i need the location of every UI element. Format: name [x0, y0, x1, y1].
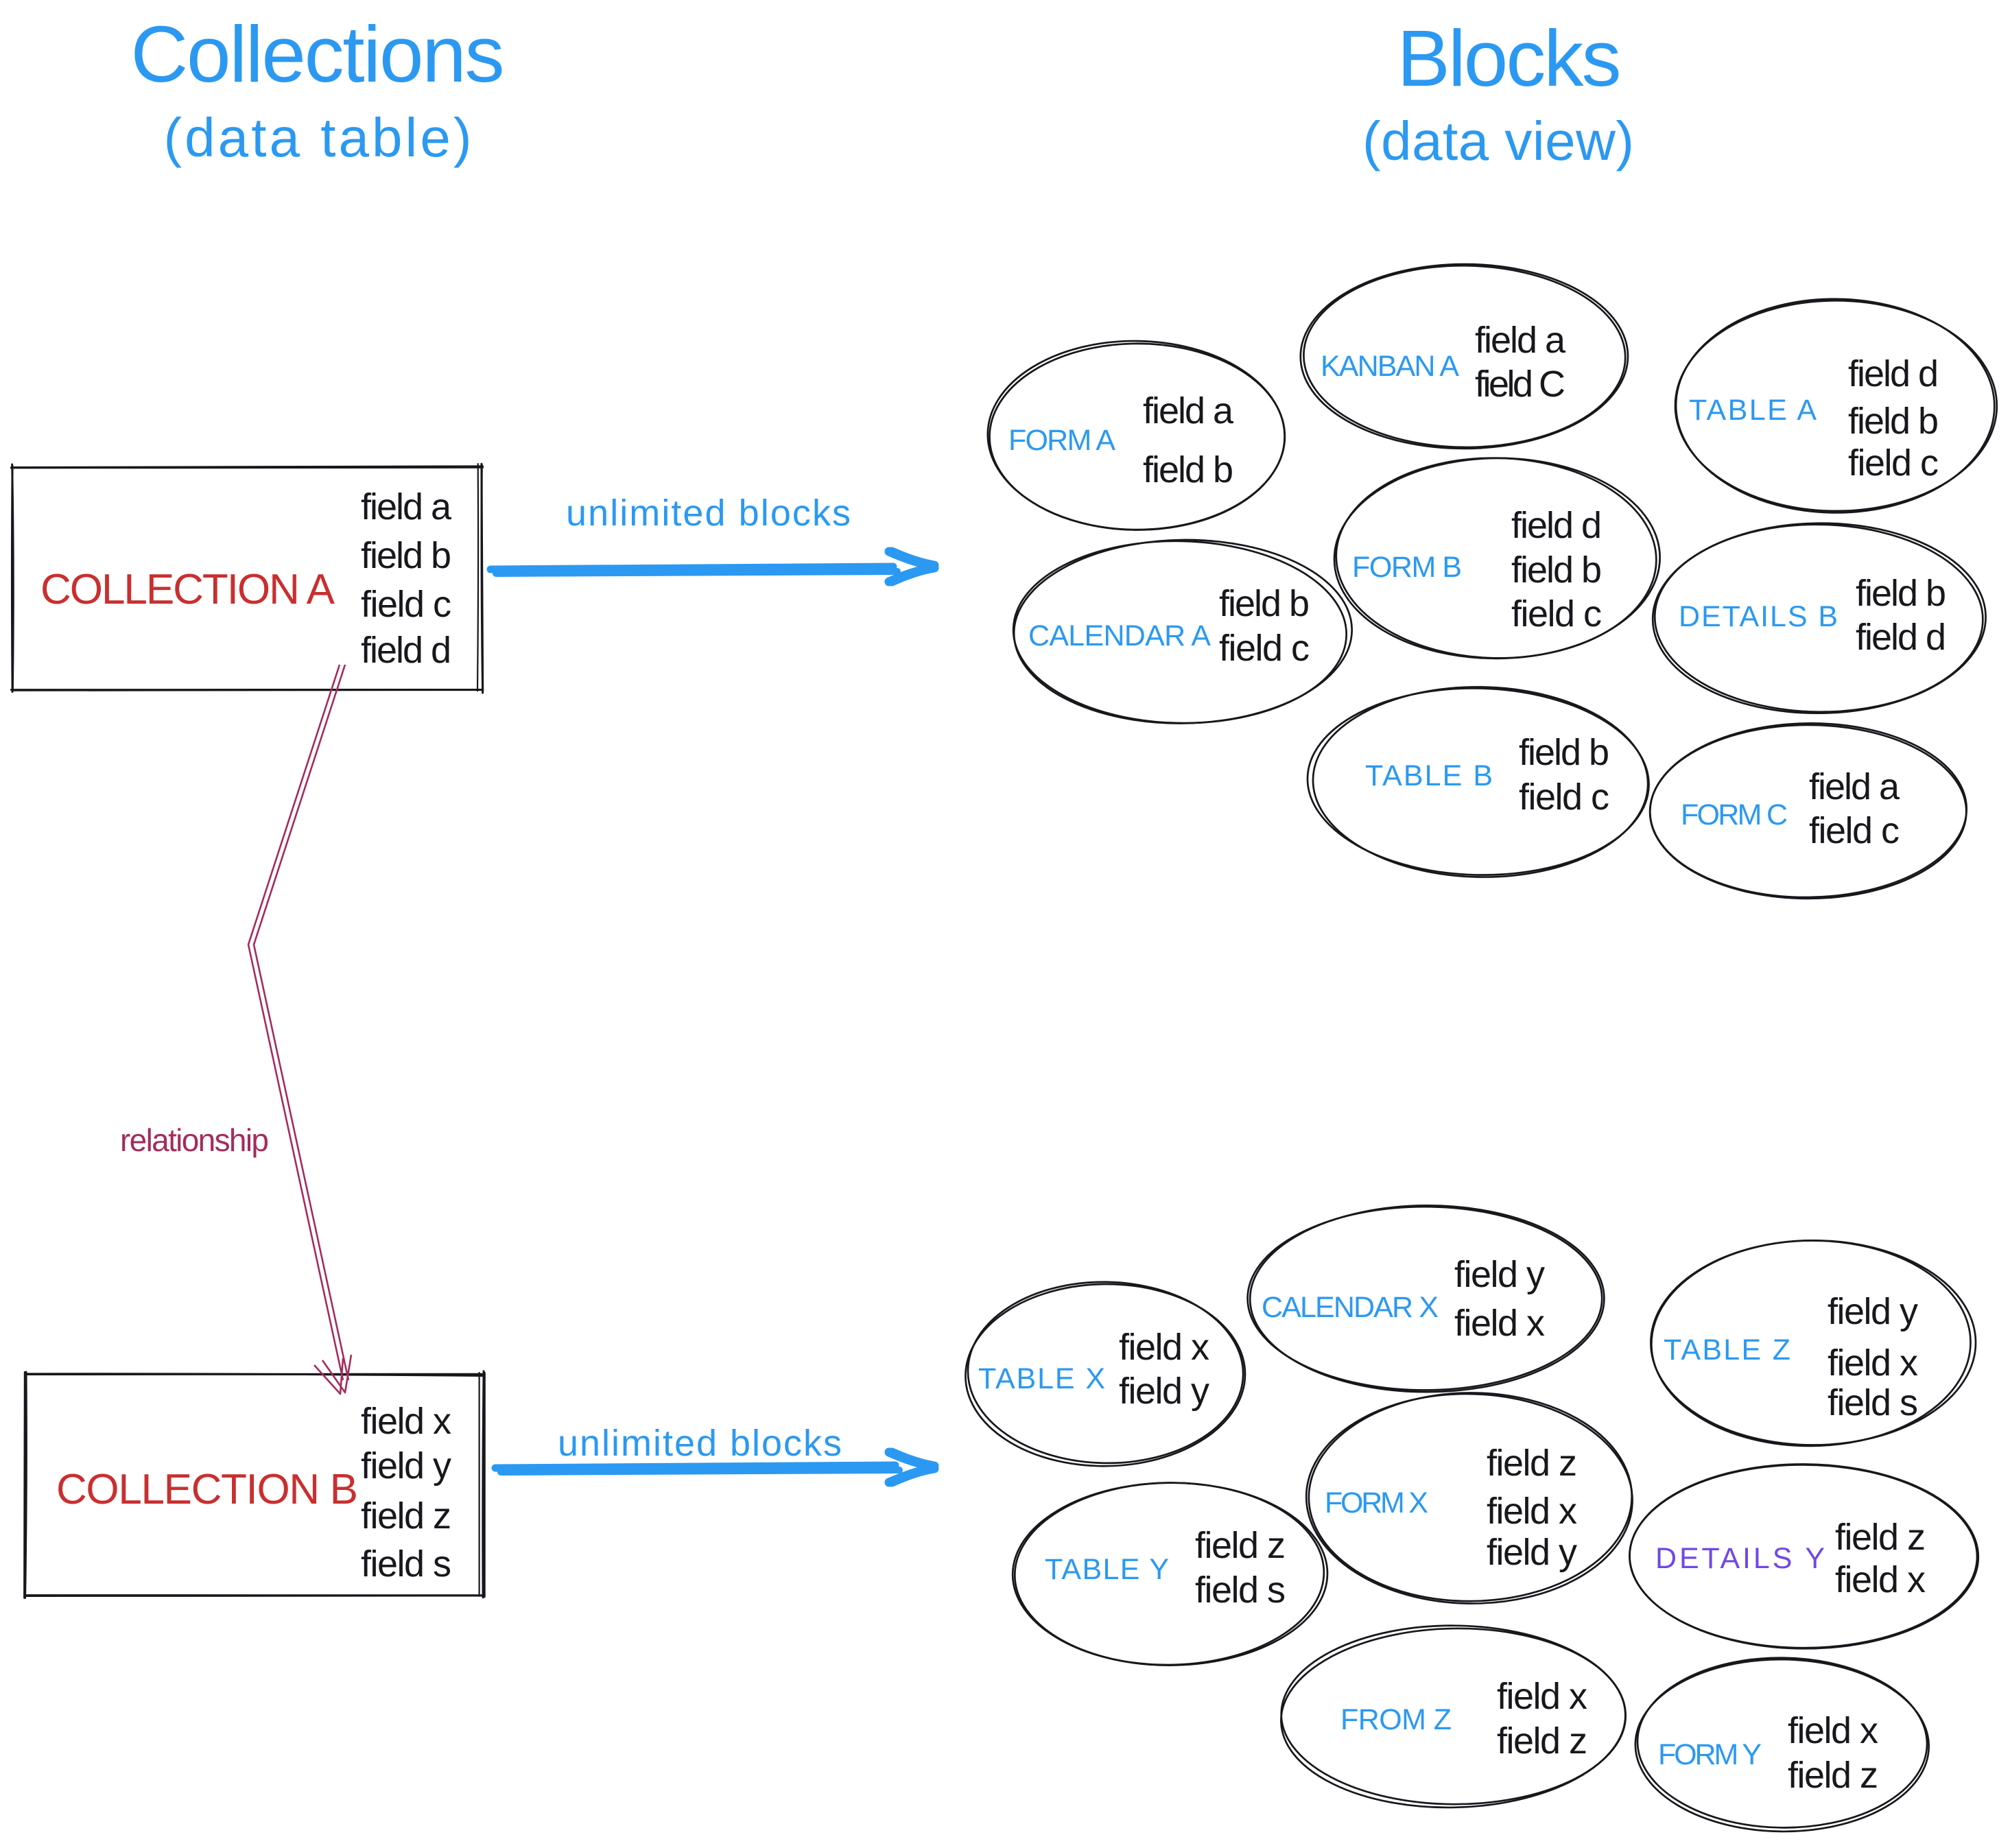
svg-text:field c: field c: [361, 584, 451, 625]
svg-text:FORM C: FORM C: [1681, 798, 1788, 831]
svg-text:field z: field z: [361, 1495, 451, 1537]
svg-text:field b: field b: [1219, 583, 1310, 624]
svg-text:field c: field c: [1848, 442, 1939, 484]
svg-text:field x: field x: [1454, 1303, 1545, 1344]
svg-text:field x: field x: [1487, 1491, 1577, 1532]
svg-text:field d: field d: [1856, 617, 1946, 658]
svg-text:field a: field a: [1475, 320, 1566, 361]
svg-text:field x: field x: [1788, 1710, 1878, 1751]
svg-text:COLLECTION A: COLLECTION A: [40, 566, 335, 613]
svg-text:field x: field x: [1119, 1327, 1209, 1368]
svg-text:field s: field s: [1195, 1569, 1286, 1611]
svg-text:TABLE Z: TABLE Z: [1664, 1334, 1790, 1366]
svg-text:field c: field c: [1219, 628, 1310, 669]
svg-text:unlimited blocks: unlimited blocks: [558, 1423, 842, 1464]
svg-text:field d: field d: [1848, 353, 1939, 394]
svg-text:field a: field a: [361, 486, 452, 528]
svg-text:CALENDAR A: CALENDAR A: [1028, 619, 1211, 652]
svg-text:field b: field b: [361, 535, 451, 576]
svg-text:field x: field x: [1835, 1559, 1926, 1600]
svg-text:field x: field x: [361, 1401, 451, 1442]
svg-text:field c: field c: [1809, 810, 1900, 851]
svg-text:field s: field s: [1828, 1382, 1918, 1423]
svg-text:FORM X: FORM X: [1325, 1486, 1428, 1519]
svg-text:field x: field x: [1828, 1342, 1918, 1384]
svg-text:field z: field z: [1195, 1525, 1286, 1566]
svg-text:FORM B: FORM B: [1352, 551, 1462, 584]
svg-text:CALENDAR X: CALENDAR X: [1262, 1291, 1439, 1324]
svg-text:COLLECTION B: COLLECTION B: [56, 1466, 358, 1513]
svg-text:field z: field z: [1835, 1517, 1926, 1558]
svg-text:field z: field z: [1487, 1443, 1577, 1484]
svg-text:field b: field b: [1856, 573, 1946, 614]
svg-text:field b: field b: [1143, 449, 1233, 490]
svg-text:DETAILS B: DETAILS B: [1679, 600, 1838, 633]
svg-text:FORM A: FORM A: [1008, 424, 1115, 457]
svg-text:TABLE X: TABLE X: [978, 1362, 1105, 1395]
svg-text:field b: field b: [1511, 549, 1602, 591]
svg-text:field z: field z: [1497, 1720, 1587, 1762]
svg-text:(data table): (data table): [164, 107, 472, 168]
svg-text:field y: field y: [1487, 1532, 1577, 1573]
svg-text:relationship: relationship: [120, 1122, 269, 1158]
svg-text:field c: field c: [1511, 593, 1602, 635]
svg-text:unlimited blocks: unlimited blocks: [566, 493, 851, 534]
svg-text:field y: field y: [361, 1445, 451, 1486]
svg-text:TABLE A: TABLE A: [1689, 394, 1817, 427]
svg-text:field b: field b: [1519, 732, 1609, 773]
svg-text:field C: field C: [1475, 364, 1565, 405]
svg-text:field y: field y: [1454, 1254, 1545, 1295]
svg-text:field d: field d: [361, 630, 451, 671]
svg-text:TABLE B: TABLE B: [1365, 759, 1493, 792]
svg-text:field x: field x: [1497, 1676, 1587, 1717]
svg-text:field y: field y: [1828, 1291, 1918, 1332]
svg-text:field b: field b: [1848, 401, 1939, 442]
svg-text:Collections: Collections: [131, 10, 505, 99]
svg-text:field a: field a: [1809, 766, 1900, 807]
svg-text:KANBAN A: KANBAN A: [1321, 350, 1459, 383]
svg-text:TABLE Y: TABLE Y: [1045, 1553, 1169, 1586]
svg-text:FROM Z: FROM Z: [1340, 1703, 1452, 1736]
svg-text:field z: field z: [1788, 1755, 1878, 1796]
svg-text:field c: field c: [1519, 777, 1609, 818]
svg-text:(data view): (data view): [1362, 110, 1634, 171]
svg-text:field d: field d: [1511, 505, 1602, 546]
svg-text:field y: field y: [1119, 1371, 1209, 1412]
svg-text:field a: field a: [1143, 390, 1234, 431]
svg-text:FORM Y: FORM Y: [1658, 1738, 1762, 1771]
svg-text:Blocks: Blocks: [1397, 14, 1622, 103]
svg-text:field s: field s: [361, 1543, 451, 1585]
